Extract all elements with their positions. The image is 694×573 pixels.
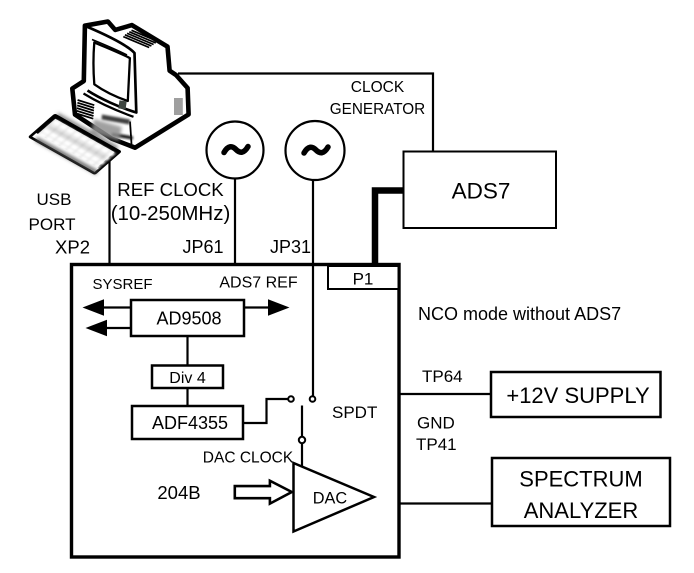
svg-text:TP41: TP41 <box>416 435 457 454</box>
svg-text:DAC: DAC <box>313 490 348 508</box>
svg-text:GND: GND <box>417 414 455 433</box>
svg-text:TP64: TP64 <box>422 367 463 386</box>
svg-text:REF CLOCK: REF CLOCK <box>117 179 224 200</box>
svg-text:ANALYZER: ANALYZER <box>524 498 639 523</box>
svg-text:GENERATOR: GENERATOR <box>330 101 425 118</box>
svg-text:(10-250MHz): (10-250MHz) <box>111 202 231 225</box>
svg-text:DAC CLOCK: DAC CLOCK <box>203 450 294 467</box>
svg-text:P1: P1 <box>353 270 374 289</box>
svg-text:ADS7 REF: ADS7 REF <box>219 275 297 292</box>
svg-text:PORT: PORT <box>29 215 76 234</box>
svg-text:+12V SUPPLY: +12V SUPPLY <box>506 383 650 408</box>
svg-text:CLOCK: CLOCK <box>351 79 405 96</box>
svg-text:SPECTRUM: SPECTRUM <box>519 467 642 492</box>
svg-text:ADS7: ADS7 <box>452 179 511 204</box>
svg-text:ADF4355: ADF4355 <box>152 413 228 433</box>
svg-text:XP2: XP2 <box>55 237 90 258</box>
svg-text:USB: USB <box>37 190 72 209</box>
svg-text:NCO mode without ADS7: NCO mode without ADS7 <box>418 304 621 324</box>
svg-text:JP31: JP31 <box>270 237 311 257</box>
svg-text:JP61: JP61 <box>182 237 223 257</box>
svg-text:AD9508: AD9508 <box>156 309 221 329</box>
svg-text:SYSREF: SYSREF <box>92 276 152 293</box>
svg-text:Div 4: Div 4 <box>169 370 206 387</box>
svg-text:SPDT: SPDT <box>332 403 377 422</box>
svg-text:204B: 204B <box>157 482 200 503</box>
